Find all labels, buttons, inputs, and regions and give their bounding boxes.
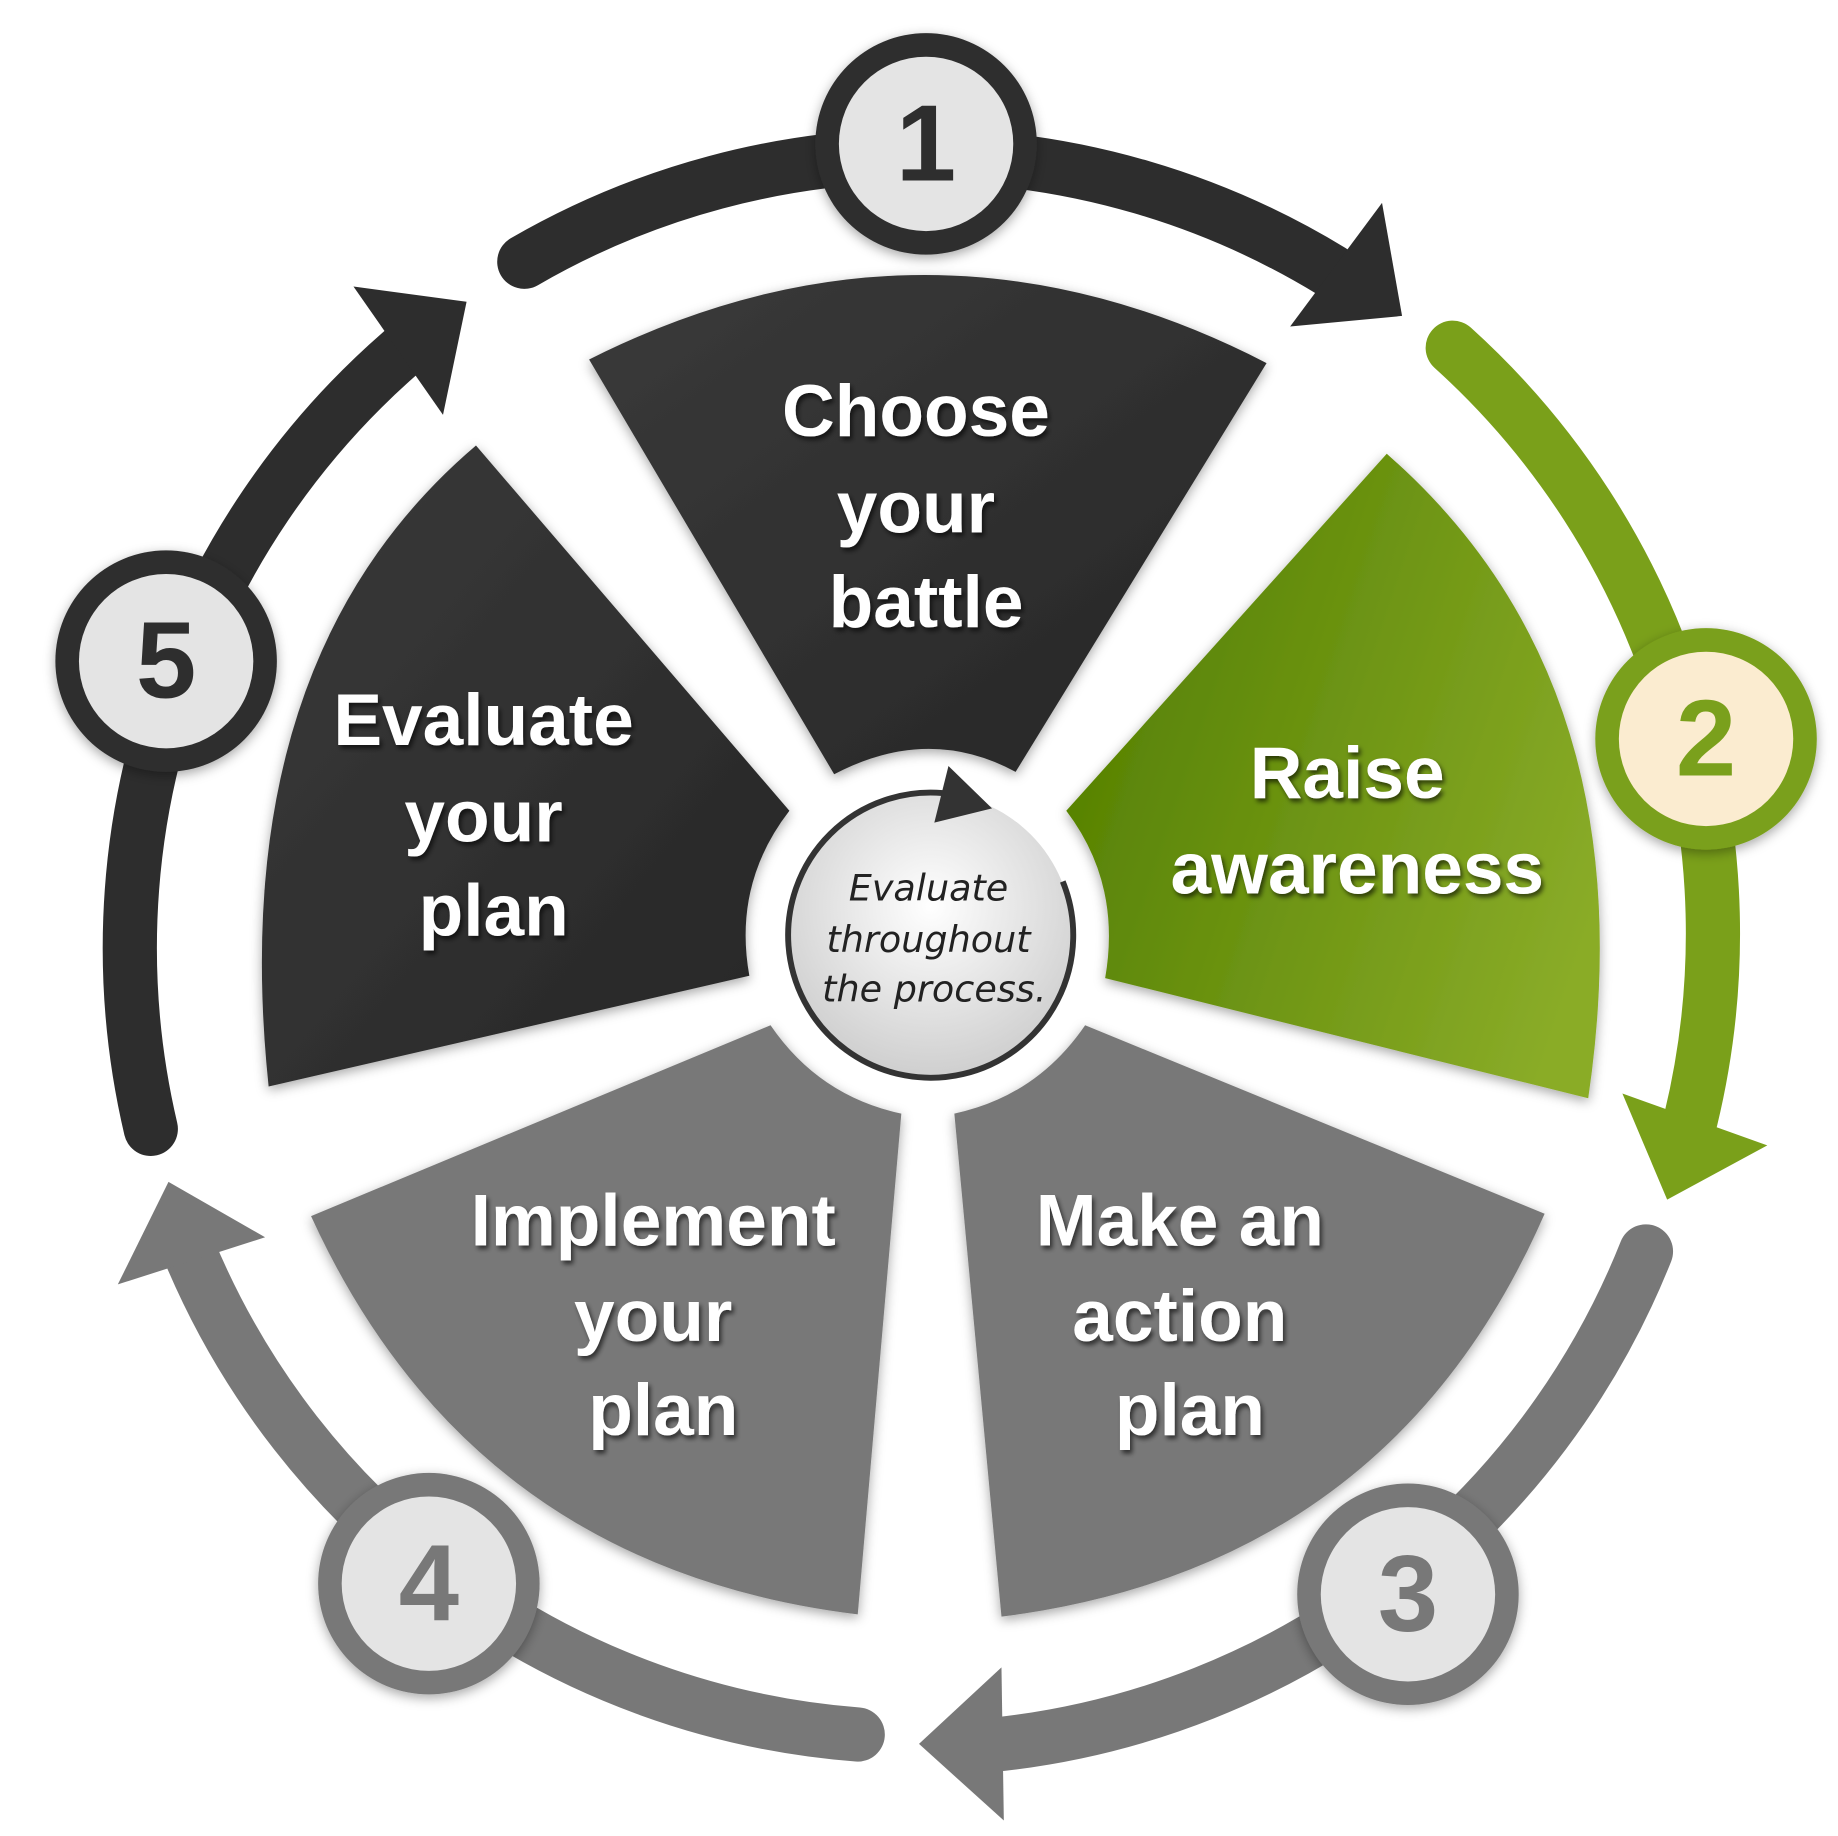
badge-number: 3	[1378, 1533, 1438, 1654]
arrowhead-4	[117, 1181, 266, 1285]
segment-implement-plan	[311, 1025, 902, 1615]
segment-choose-your-battle	[589, 274, 1267, 775]
label-implement-plan: Implement your plan	[471, 1181, 857, 1452]
label-raise-awareness: Raise awareness	[1171, 733, 1545, 909]
badge-number: 2	[1676, 677, 1736, 798]
arrowhead-5	[353, 286, 467, 415]
segment-raise-awareness	[1066, 453, 1600, 1099]
center-cycle-arrow	[785, 789, 1077, 1081]
label-choose-your-battle: Choose your battle	[782, 371, 1070, 643]
segment-make-action-plan	[954, 1025, 1545, 1617]
badge-1: 1	[815, 33, 1037, 255]
badge-number: 1	[896, 82, 956, 203]
label-make-action-plan: Make an action plan	[1036, 1181, 1345, 1452]
arrowhead-2	[1622, 1093, 1768, 1200]
center-text: Evaluate throughout the process.	[822, 866, 1046, 1010]
badge-3: 3	[1297, 1483, 1519, 1706]
arrowhead-1	[1290, 202, 1403, 327]
segment-evaluate-plan	[261, 445, 790, 1087]
badge-5: 5	[55, 550, 277, 772]
arrowhead-3	[919, 1667, 1004, 1821]
center-circle: Evaluate throughout the process.	[785, 766, 1077, 1081]
label-evaluate-plan: Evaluate your plan	[333, 680, 654, 952]
badge-number: 5	[136, 600, 196, 721]
badge-4: 4	[318, 1472, 540, 1695]
center-arrowhead	[934, 766, 993, 823]
badge-2: 2	[1595, 628, 1817, 850]
badge-number: 4	[399, 1522, 459, 1643]
